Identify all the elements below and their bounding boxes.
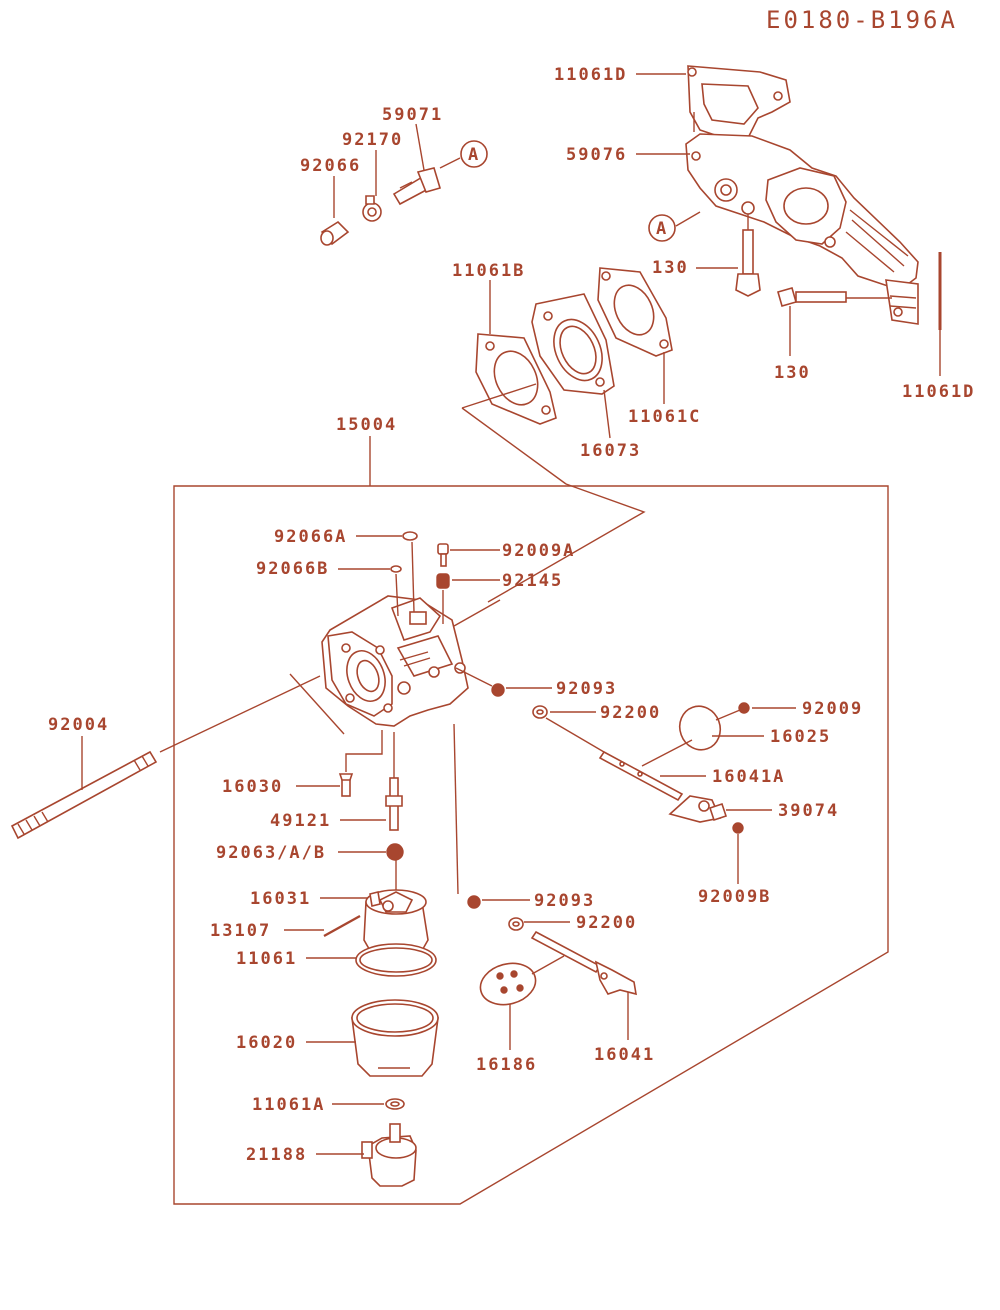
label-16073: 16073	[580, 441, 641, 461]
assembly-line-92009	[715, 709, 741, 721]
label-92009: 92009	[802, 699, 863, 719]
washer-92200-upper	[532, 705, 548, 719]
callout-a-upper-text: A	[468, 145, 478, 165]
shaft-16041	[530, 930, 637, 996]
callout-a-lower	[648, 214, 676, 242]
gasket-11061b	[475, 333, 557, 425]
label-11061: 11061	[236, 949, 297, 969]
assembly-line-92066b	[395, 573, 399, 617]
label-92093-upper: 92093	[556, 679, 617, 699]
shaft-92004	[10, 750, 158, 840]
label-92009a: 92009A	[502, 541, 575, 561]
pin-13107	[323, 914, 361, 938]
diagram-code: E0180-B196A	[766, 6, 958, 34]
label-11061a: 11061A	[252, 1095, 325, 1115]
plug-92066b	[390, 565, 402, 573]
assembly-line-92004	[159, 675, 321, 753]
cap-92066	[320, 220, 350, 246]
fitting-59071	[392, 167, 441, 206]
screw-92009	[738, 702, 750, 714]
callout-a-upper	[460, 140, 488, 168]
shaft-16041a	[598, 750, 684, 802]
washer-11061a	[385, 1098, 405, 1110]
leader-59071	[415, 123, 425, 171]
label-92200-upper: 92200	[600, 703, 661, 723]
label-92145: 92145	[502, 571, 563, 591]
label-92093-lower: 92093	[534, 891, 595, 911]
valve-16186	[479, 962, 537, 1006]
carburetor-body	[321, 595, 469, 727]
label-39074: 39074	[778, 801, 839, 821]
solenoid-21188	[361, 1123, 417, 1187]
lever-39074	[668, 795, 728, 823]
label-59076: 59076	[566, 145, 627, 165]
float-bowl-16020	[351, 999, 439, 1077]
assembly-line-throttle-shaft	[545, 717, 605, 753]
clamp-92170	[362, 195, 382, 222]
label-21188: 21188	[246, 1145, 307, 1165]
assembly-line-16030	[345, 730, 383, 772]
nozzle-49121	[385, 777, 403, 831]
assembly-frame-15004	[173, 485, 889, 1205]
assembly-line-body-left	[289, 673, 345, 735]
assembly-line-throttle-lower	[453, 723, 459, 895]
leader-callout-a-upper	[439, 157, 461, 169]
washer-92200-lower	[508, 917, 524, 931]
assembly-line-throttle-body	[455, 667, 493, 687]
insulator-16073	[531, 293, 615, 395]
intake-manifold-59076	[685, 133, 919, 325]
label-92009b: 92009B	[698, 887, 771, 907]
label-13107: 13107	[210, 921, 271, 941]
label-11061c: 11061C	[628, 407, 701, 427]
assembly-line-gaskets	[461, 383, 646, 603]
bolt-130-vertical	[735, 214, 761, 297]
label-16041a: 16041A	[712, 767, 785, 787]
valve-16025	[678, 705, 722, 751]
assembly-line-16186	[531, 955, 565, 975]
screw-92009b	[732, 822, 744, 834]
label-59071: 59071	[382, 105, 443, 125]
seal-92093-lower	[467, 895, 481, 909]
label-16030: 16030	[222, 777, 283, 797]
label-16041: 16041	[594, 1045, 655, 1065]
label-16025: 16025	[770, 727, 831, 747]
gasket-11061d-top	[687, 65, 791, 141]
label-92066b: 92066B	[256, 559, 329, 579]
assembly-line-16041a	[641, 739, 693, 767]
assembly-line-body-top	[453, 599, 501, 627]
seal-92093-upper	[491, 683, 505, 697]
leader-callout-a-lower	[675, 211, 701, 227]
label-11061d-top: 11061D	[554, 65, 627, 85]
label-92066: 92066	[300, 156, 361, 176]
callout-a-lower-text: A	[656, 219, 666, 239]
label-92066a: 92066A	[274, 527, 347, 547]
label-92063: 92063/A/B	[216, 843, 326, 863]
label-92170: 92170	[342, 130, 403, 150]
oring-11061	[355, 943, 437, 977]
label-92200-lower: 92200	[576, 913, 637, 933]
label-11061d-right: 11061D	[902, 382, 975, 402]
float-16031	[363, 889, 429, 955]
label-15004: 15004	[336, 415, 397, 435]
assembly-line-92066a	[411, 541, 415, 613]
label-16186: 16186	[476, 1055, 537, 1075]
label-11061b: 11061B	[452, 261, 525, 281]
gasket-11061c	[597, 267, 673, 357]
label-92004: 92004	[48, 715, 109, 735]
jet-92063	[386, 843, 404, 861]
label-49121: 49121	[270, 811, 331, 831]
bolt-130-horizontal	[777, 287, 892, 307]
screw-92009a	[437, 543, 449, 567]
jet-16030	[338, 773, 354, 797]
label-16031: 16031	[250, 889, 311, 909]
label-130-a: 130	[652, 258, 689, 278]
plug-92066a	[402, 531, 418, 541]
leader-16073	[603, 389, 611, 439]
label-130-b: 130	[774, 363, 811, 383]
label-16020: 16020	[236, 1033, 297, 1053]
spring-92145	[436, 573, 450, 589]
